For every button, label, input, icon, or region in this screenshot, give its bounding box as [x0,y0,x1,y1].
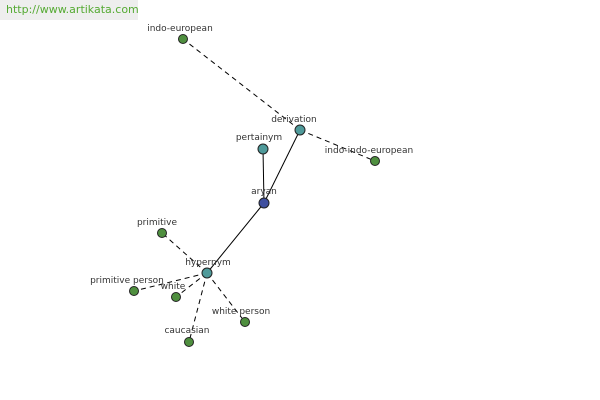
edge-derivation-indo-european [182,38,301,131]
labels-layer: aryan derivation pertainym hypernym indo-eur… [90,24,413,336]
edge-aryan-derivation [263,129,301,204]
edge-hypernym-white-person [206,272,246,323]
node-label-caucasian[interactable]: caucasian [164,326,209,336]
edges-layer [133,38,376,343]
node-white-person[interactable] [240,317,250,327]
nodes-layer [129,34,380,347]
node-label-indo-european[interactable]: indo-european [147,24,213,34]
node-aryan[interactable] [258,197,270,209]
node-label-derivation[interactable]: derivation [271,115,317,125]
watermark-url: http://www.artikata.com [0,0,139,20]
edge-derivation-indo-indo-european [299,129,376,162]
node-label-indo-indo-european[interactable]: indo-indo-european [325,146,413,156]
node-label-white-person[interactable]: white person [212,307,270,317]
node-label-pertainym[interactable]: pertainym [236,133,282,143]
node-label-aryan[interactable]: aryan [251,187,277,197]
node-derivation[interactable] [294,124,306,136]
node-hypernym[interactable] [201,267,213,279]
node-indo-indo-european[interactable] [370,156,380,166]
node-primitive-person[interactable] [129,286,139,296]
node-label-primitive-person[interactable]: primitive person [90,276,164,286]
node-label-white[interactable]: white [161,282,186,292]
node-white[interactable] [171,292,181,302]
node-indo-european[interactable] [178,34,188,44]
node-caucasian[interactable] [184,337,194,347]
node-pertainym[interactable] [257,143,269,155]
edge-hypernym-caucasian [188,272,208,343]
node-label-primitive[interactable]: primitive [137,218,178,228]
edge-hypernym-white [175,272,208,298]
edge-hypernym-primitive-person [133,272,208,292]
node-label-hypernym[interactable]: hypernym [185,258,231,268]
edge-hypernym-primitive [161,232,208,274]
node-primitive[interactable] [157,228,167,238]
edge-aryan-hypernym [206,202,265,274]
edge-aryan-pertainym [262,148,265,204]
